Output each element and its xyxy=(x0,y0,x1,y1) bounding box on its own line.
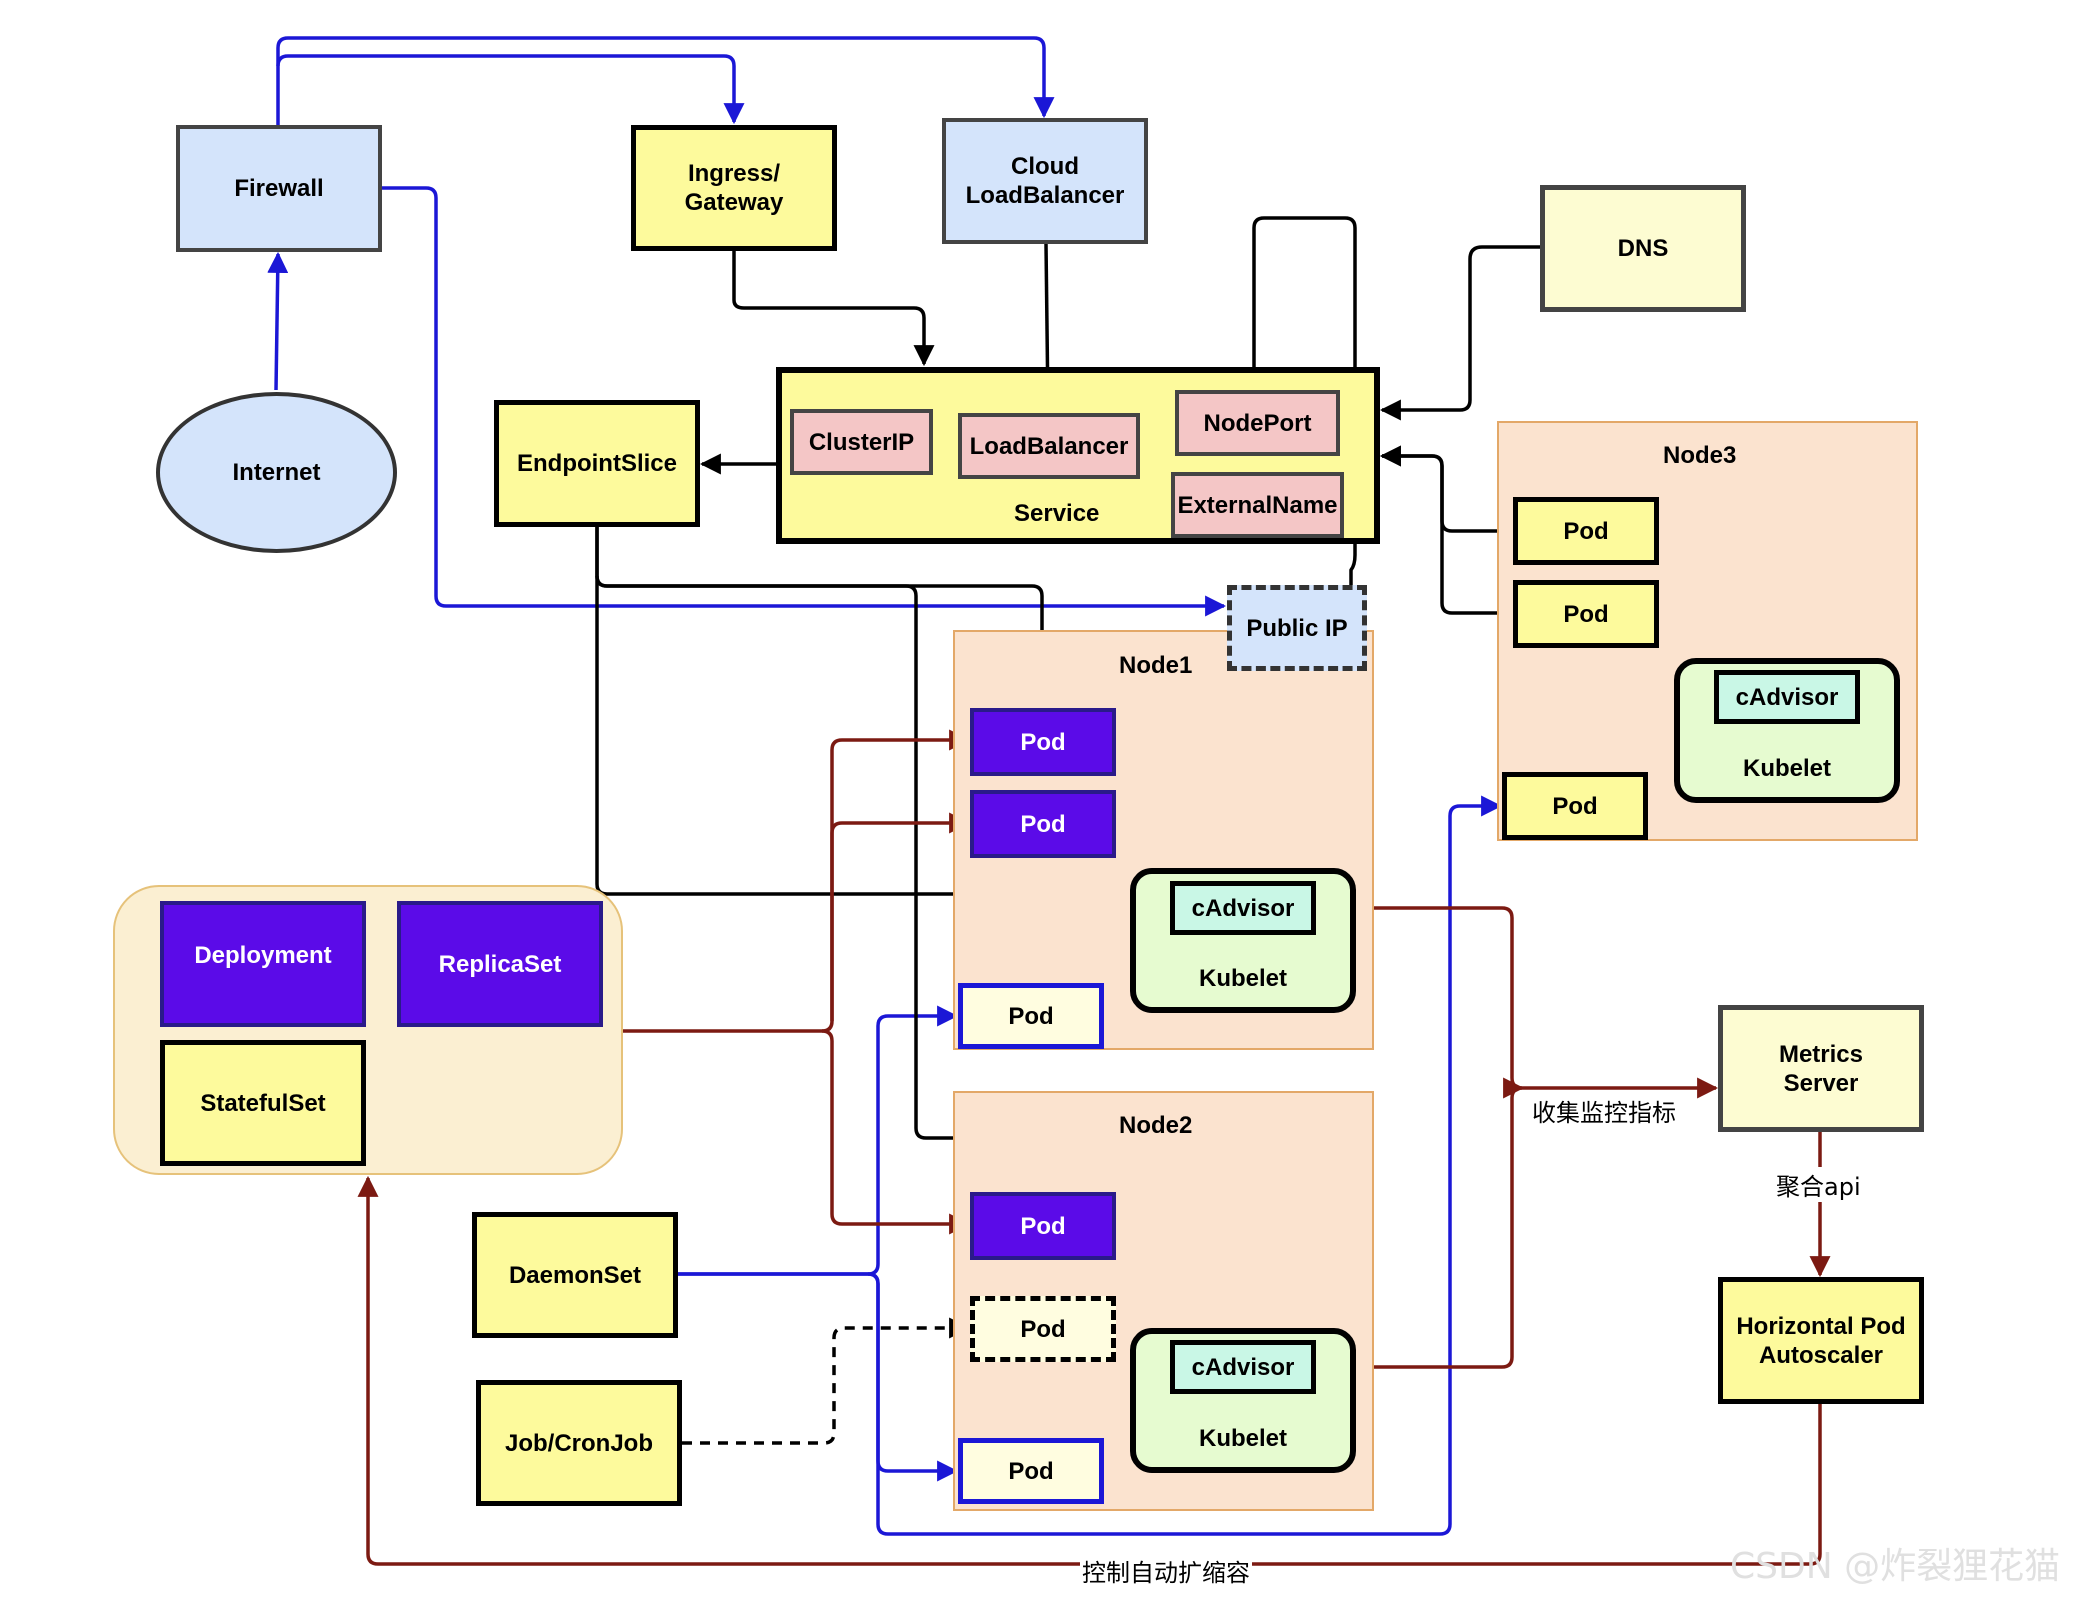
node2-pod-daemon[interactable]: Pod xyxy=(958,1438,1104,1504)
job-cronjob-node[interactable]: Job/CronJob xyxy=(476,1380,682,1506)
edge-rs-n2podA xyxy=(821,1029,971,1235)
node3-title: Node3 xyxy=(1663,442,1737,469)
node1-pod-a[interactable]: Pod xyxy=(970,708,1116,776)
load-balancer-type-node[interactable]: LoadBalancer xyxy=(958,413,1140,479)
node1-pod-daemon[interactable]: Pod xyxy=(958,983,1104,1049)
watermark: CSDN @炸裂狸花猫 xyxy=(1730,1546,2061,1587)
node2-cadvisor[interactable]: cAdvisor xyxy=(1170,1340,1316,1394)
edge-publicip-nodeport xyxy=(1243,216,1357,585)
node2-pod-a[interactable]: Pod xyxy=(970,1192,1116,1260)
edge-job-n2pod xyxy=(682,1317,971,1445)
edge-daemonset-node3 xyxy=(867,795,1503,1536)
daemonset-node[interactable]: DaemonSet xyxy=(472,1212,678,1338)
cluster-ip-node[interactable]: ClusterIP xyxy=(790,409,933,475)
edge-internet-firewall xyxy=(267,251,289,391)
edge-n1cadv-metrics xyxy=(1316,906,1719,1099)
cloud-loadbalancer-node[interactable]: Cloud LoadBalancer xyxy=(942,118,1148,244)
deployment-node[interactable]: Deployment xyxy=(160,901,366,1027)
dns-node[interactable]: DNS xyxy=(1540,185,1746,312)
edge-n3podB-service xyxy=(1379,445,1513,615)
replicaset-node[interactable]: ReplicaSet xyxy=(397,901,603,1027)
ingress-gateway-node[interactable]: Ingress/ Gateway xyxy=(631,125,837,251)
edge-n3podA-service xyxy=(1379,445,1513,533)
edge-n2cadv-metrics xyxy=(1316,1077,1525,1369)
edge-rs-n1podB xyxy=(830,812,971,1021)
node1-pod-b[interactable]: Pod xyxy=(970,790,1116,858)
autoscale-control-label: 控制自动扩缩容 xyxy=(1080,1553,1252,1588)
external-name-node[interactable]: ExternalName xyxy=(1171,472,1344,538)
statefulset-node[interactable]: StatefulSet xyxy=(160,1040,366,1166)
node3-cadvisor[interactable]: cAdvisor xyxy=(1714,670,1860,724)
node2-pod-job[interactable]: Pod xyxy=(970,1296,1116,1362)
edge-firewall-cloudlb xyxy=(276,36,1055,119)
node3-pod-daemon[interactable]: Pod xyxy=(1502,772,1648,840)
internet-node[interactable]: Internet xyxy=(156,392,397,553)
firewall-node[interactable]: Firewall xyxy=(176,125,382,252)
edge-firewall-publicip xyxy=(382,186,1227,617)
node3-pod-a[interactable]: Pod xyxy=(1513,497,1659,565)
node-port-node[interactable]: NodePort xyxy=(1175,390,1340,456)
collect-metrics-label: 收集监控指标 xyxy=(1530,1093,1678,1128)
edge-dns-service xyxy=(1379,245,1540,421)
service-label: Service xyxy=(1014,500,1100,527)
edge-ingress-service xyxy=(732,251,935,367)
node2-title: Node2 xyxy=(1119,1112,1193,1139)
endpoint-slice-node[interactable]: EndpointSlice xyxy=(494,400,700,527)
aggregate-api-label: 聚合api xyxy=(1774,1167,1863,1202)
metrics-server-node[interactable]: Metrics Server xyxy=(1718,1005,1924,1132)
node1-title: Node1 xyxy=(1119,652,1193,679)
edge-firewall-ingress xyxy=(276,54,745,125)
node3-pod-b[interactable]: Pod xyxy=(1513,580,1659,648)
hpa-node[interactable]: Horizontal Pod Autoscaler xyxy=(1718,1277,1924,1404)
node1-cadvisor[interactable]: cAdvisor xyxy=(1170,881,1316,935)
public-ip-node[interactable]: Public IP xyxy=(1227,585,1367,671)
